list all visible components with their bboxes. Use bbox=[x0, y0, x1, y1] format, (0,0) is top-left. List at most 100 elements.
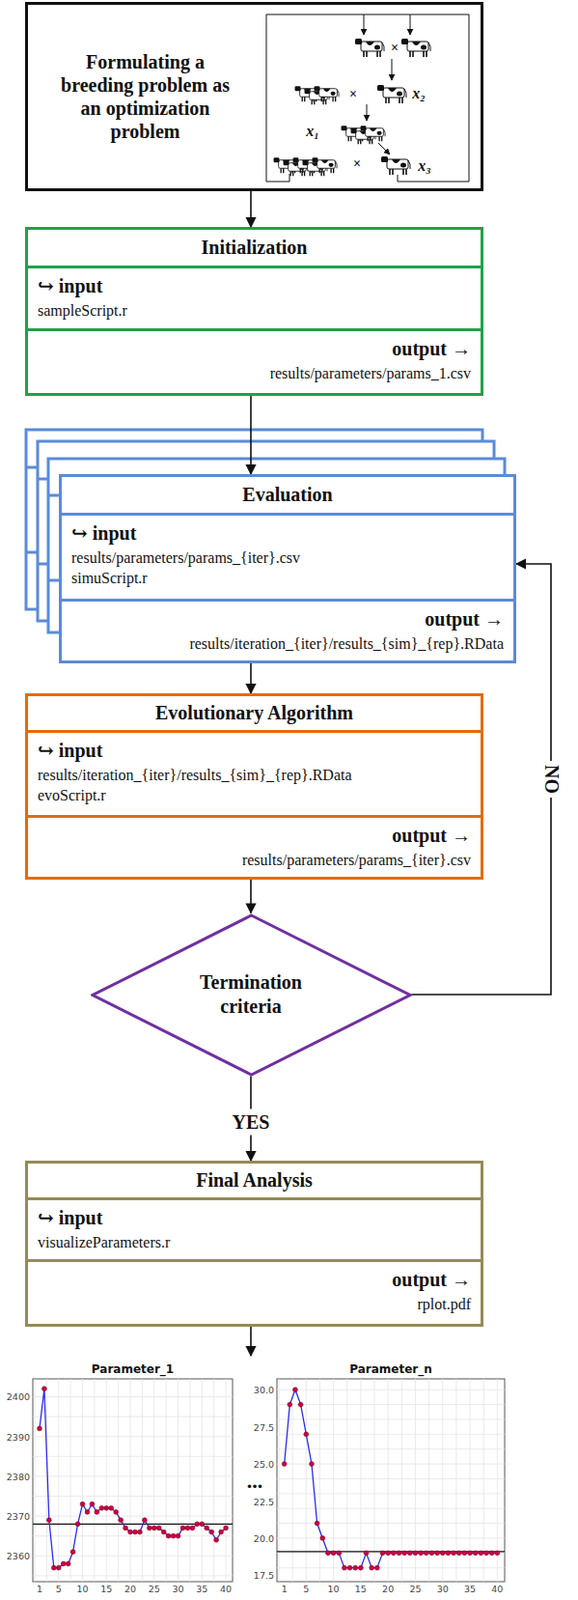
axis-tick: 35 bbox=[195, 1582, 208, 1594]
parameter-charts bbox=[32, 1377, 505, 1581]
axis-tick: 2380 bbox=[6, 1469, 30, 1481]
cow-icon bbox=[381, 156, 411, 175]
file-name: results/parameters/params_{iter}.csv bbox=[37, 850, 471, 871]
file-name: rplot.pdf bbox=[37, 1293, 471, 1315]
input-heading: ↪ input bbox=[71, 521, 504, 545]
title-section: Final Analysis bbox=[27, 1162, 481, 1200]
box-title: Evolutionary Algorithm bbox=[155, 701, 354, 724]
flow-arrow bbox=[249, 662, 252, 693]
output-heading: output → bbox=[37, 823, 471, 847]
diamond-outline bbox=[90, 912, 413, 1076]
breeding-arrow bbox=[366, 104, 368, 121]
axis-tick: 25 bbox=[409, 1582, 421, 1594]
axis-tick: 2360 bbox=[6, 1549, 30, 1561]
ellipsis: ... bbox=[247, 1467, 264, 1493]
axis-tick: 30 bbox=[437, 1582, 449, 1594]
file-name: evoScript.r bbox=[37, 785, 471, 806]
cow-icon bbox=[355, 38, 385, 57]
axis-tick: 25.0 bbox=[253, 1458, 275, 1469]
box-title: Final Analysis bbox=[195, 1168, 313, 1191]
title-section: Initialization bbox=[27, 229, 481, 269]
cow-icon bbox=[360, 125, 386, 141]
line-chart bbox=[32, 1377, 233, 1581]
axis-tick: 20 bbox=[382, 1582, 394, 1594]
axis-tick: 10 bbox=[76, 1582, 88, 1594]
axis-tick: 20.0 bbox=[253, 1531, 275, 1542]
cross-symbol: × bbox=[349, 86, 358, 103]
edge-label: NO bbox=[538, 760, 565, 798]
edge-label: YES bbox=[228, 1108, 275, 1135]
variable-label: x₃ bbox=[417, 157, 432, 175]
axis-tick: 1 bbox=[281, 1582, 288, 1594]
input-section: ↪ input results/parameters/params_{iter}.… bbox=[61, 515, 514, 602]
axis-tick: 25 bbox=[148, 1582, 161, 1594]
file-name: simuScript.r bbox=[71, 568, 504, 589]
file-name: results/parameters/params_1.csv bbox=[37, 363, 471, 385]
file-name: results/parameters/params_{iter}.csv bbox=[71, 548, 504, 569]
text-holder: Formulating a breeding problem as an opt… bbox=[41, 4, 249, 189]
file-name: results/iteration_{iter}/results_{sim}_{… bbox=[71, 633, 504, 655]
flow-arrow bbox=[249, 191, 252, 227]
input-heading: ↪ input bbox=[37, 1205, 471, 1229]
axis-tick: 22.5 bbox=[253, 1494, 275, 1506]
title-section: Evolutionary Algorithm bbox=[27, 695, 481, 733]
output-heading: output → bbox=[71, 606, 504, 631]
axis-tick: 15 bbox=[355, 1582, 367, 1594]
cow-icon bbox=[312, 157, 338, 173]
breeding-arrow bbox=[391, 58, 393, 81]
axis-tick: 35 bbox=[464, 1582, 476, 1594]
decision-diamond: Termination criteria bbox=[90, 912, 413, 1076]
problem-title: Formulating a breeding problem as an opt… bbox=[51, 50, 240, 143]
cross-symbol: × bbox=[390, 40, 399, 56]
axis-tick: 15 bbox=[100, 1582, 112, 1594]
process-box: Evolutionary Algorithm ↪ inputresults/ite… bbox=[25, 692, 484, 880]
cow-icon bbox=[401, 38, 431, 57]
axis-tick: 2390 bbox=[6, 1430, 30, 1441]
breeding-arrow bbox=[378, 142, 390, 155]
output-section: output →results/iteration_{iter}/results… bbox=[61, 601, 514, 661]
breeding-loop bbox=[266, 14, 469, 182]
flow-arrow bbox=[249, 395, 252, 474]
file-name: visualizeParameters.r bbox=[37, 1232, 471, 1253]
axis-tick: 2400 bbox=[6, 1390, 30, 1402]
chart-title: Parameter_1 bbox=[91, 1361, 174, 1376]
cow-icon bbox=[377, 84, 407, 104]
cross-symbol: × bbox=[353, 156, 361, 172]
output-section: output → results/parameters/params_1.csv bbox=[27, 330, 481, 393]
output-heading: output → bbox=[37, 336, 471, 360]
axis-tick: 40 bbox=[491, 1582, 503, 1594]
output-section: output →rplot.pdf bbox=[27, 1261, 481, 1323]
input-section: ↪ inputresults/iteration_{iter}/results_… bbox=[27, 732, 481, 818]
axis-tick: 2370 bbox=[6, 1510, 30, 1521]
axis-tick: 30 bbox=[171, 1582, 184, 1594]
output-section: output → results/parameters/params_{iter}… bbox=[27, 817, 481, 877]
breeding-arrow bbox=[363, 14, 365, 35]
axis-tick: 5 bbox=[302, 1582, 309, 1594]
process-box: Evaluation ↪ input results/parameters/para… bbox=[58, 473, 517, 663]
breeding-arrow bbox=[410, 14, 412, 35]
axis-tick: 30.0 bbox=[253, 1383, 275, 1395]
axis-tick: 40 bbox=[220, 1582, 232, 1594]
decision-text: Termination criteria bbox=[173, 969, 329, 1019]
axis-tick: 10 bbox=[328, 1582, 340, 1594]
box-title: Initialization bbox=[200, 236, 307, 259]
variable-label: x₂ bbox=[412, 84, 426, 103]
process-box: Initialization↪ inputsampleScript.routpu… bbox=[25, 226, 484, 396]
input-heading: ↪ input bbox=[37, 738, 471, 762]
input-section: ↪ input visualizeParameters.r bbox=[27, 1199, 481, 1262]
process-box: Final Analysis ↪ input visualizeParameters… bbox=[25, 1159, 484, 1326]
axis-tick: 17.5 bbox=[253, 1568, 275, 1580]
result-arrow bbox=[249, 1325, 252, 1355]
box-title: Evaluation bbox=[242, 483, 332, 506]
flow-arrow bbox=[249, 879, 252, 913]
line-chart bbox=[276, 1377, 505, 1581]
variable-label: x₁ bbox=[305, 122, 320, 140]
axis-tick: 5 bbox=[55, 1582, 62, 1594]
cow-icon bbox=[314, 85, 340, 102]
axis-tick: 20 bbox=[124, 1582, 137, 1594]
title-section: Evaluation bbox=[61, 476, 514, 516]
axis-tick: 1 bbox=[36, 1582, 43, 1594]
chart-title: Parameter_n bbox=[349, 1361, 433, 1376]
breeding-illustration bbox=[266, 14, 469, 182]
